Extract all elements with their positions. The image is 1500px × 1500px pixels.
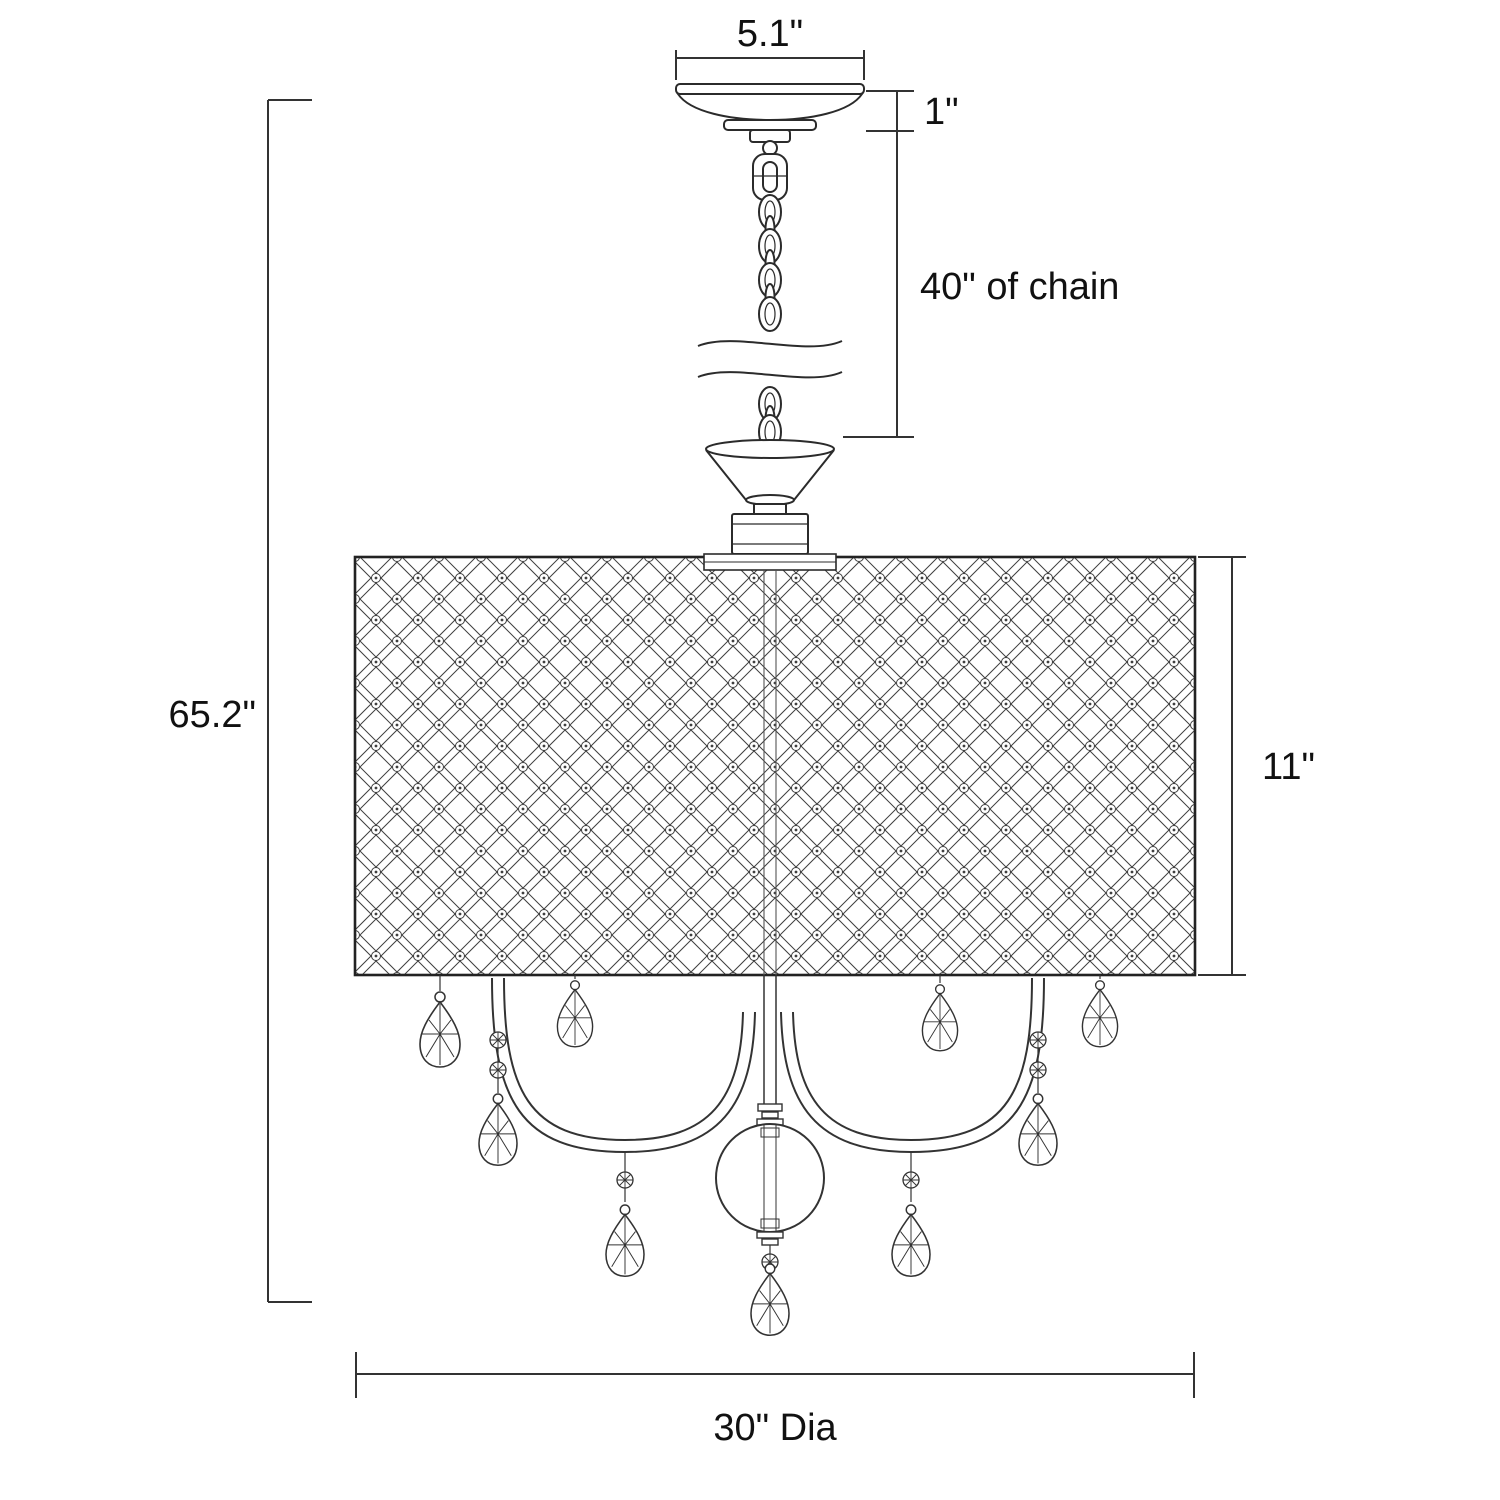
chain-connector [752, 140, 788, 201]
socket-body [731, 513, 809, 555]
arm-top-crystal-chains [478, 1031, 1058, 1167]
hanging-chain [758, 194, 782, 450]
bottom-center-crystal [750, 1263, 790, 1337]
dimension-shade-height: 11" [1198, 556, 1315, 976]
dimension-overall-height: 65.2" [169, 99, 312, 1303]
dim-diameter-label: 30" Dia [713, 1407, 837, 1449]
crystal-sphere [715, 1123, 825, 1233]
ceiling-canopy [675, 83, 865, 143]
bobeche-cup [705, 439, 835, 515]
dim-overall-height-label: 65.2" [169, 694, 256, 736]
dimension-diameter: 30" Dia [355, 1352, 1195, 1449]
dim-canopy-height-label: 1" [924, 91, 959, 133]
dim-shade-height-label: 11" [1262, 746, 1315, 788]
center-stem-inside [763, 570, 777, 975]
dimension-canopy-width: 5.1" [675, 13, 865, 80]
dimension-canopy-height-and-chain: 1" 40" of chain [843, 90, 1119, 438]
center-column [715, 975, 825, 1337]
shade-drop-crystals [419, 975, 1119, 1068]
drum-shade [353, 553, 1197, 977]
chain-break-marks [697, 340, 843, 379]
arm-bottom-crystal-chains [605, 1152, 931, 1278]
dim-canopy-width-label: 5.1" [737, 13, 803, 55]
dim-chain-length-label: 40" of chain [920, 266, 1119, 308]
